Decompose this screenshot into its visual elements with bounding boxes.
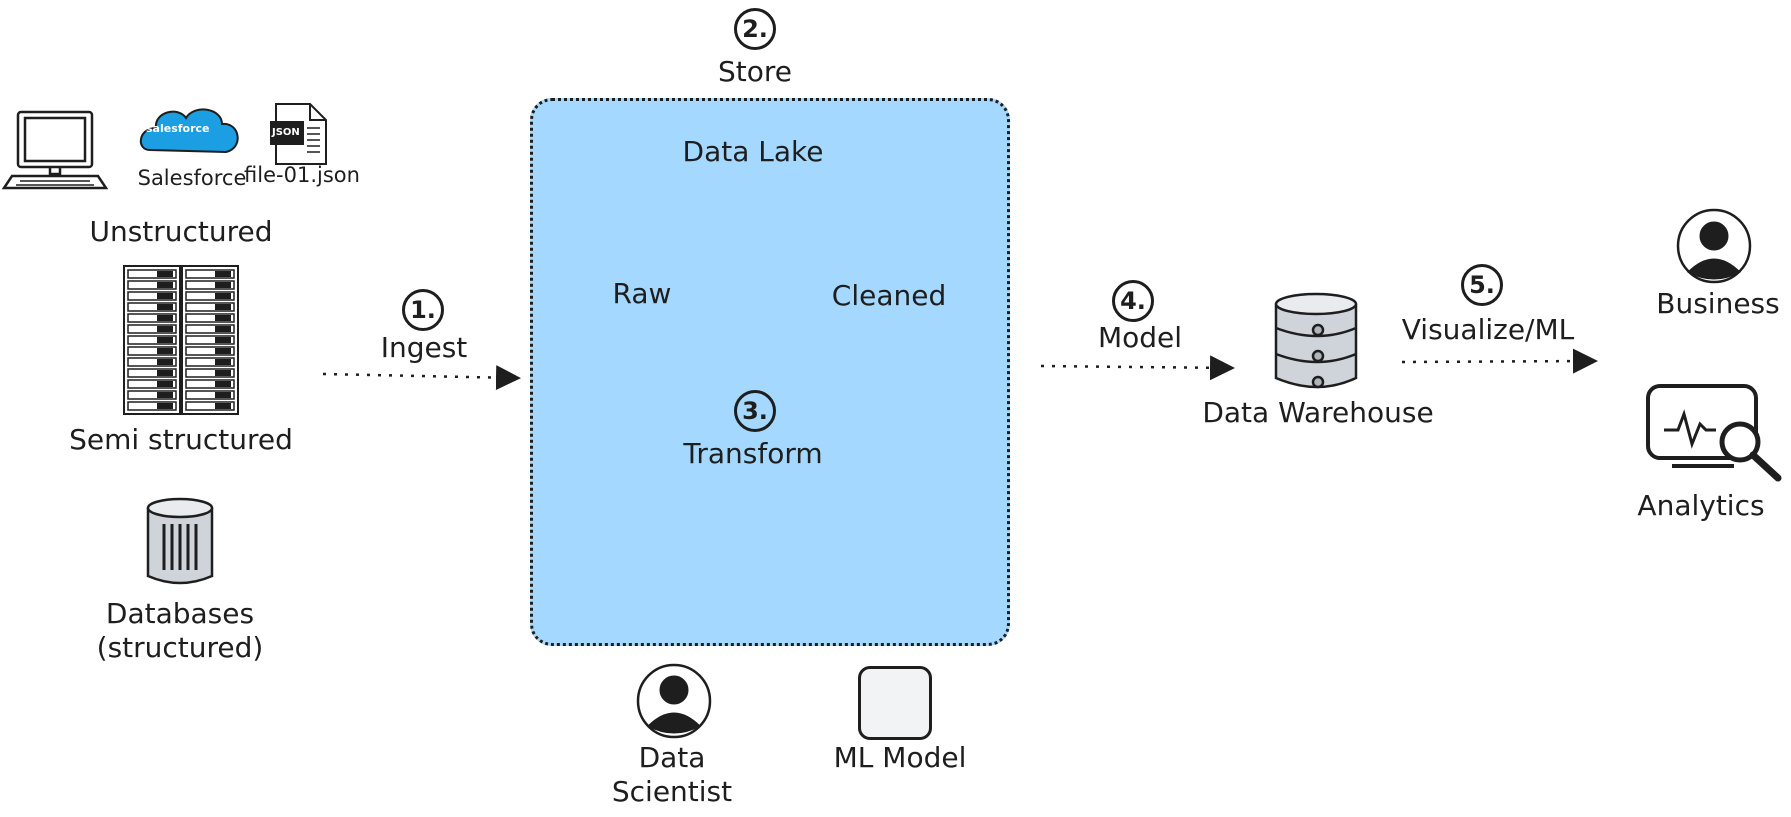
rack-unit-light [157, 337, 173, 343]
rack-unit-light [215, 337, 231, 343]
analytics-label: Analytics [1637, 489, 1765, 522]
rack-unit-light [157, 271, 173, 277]
rack-unit-light [215, 304, 231, 310]
rack-unit [127, 335, 177, 345]
step-3-badge: 3. [734, 390, 776, 432]
step-4-badge: 4. [1112, 280, 1154, 322]
json-badge-text: JSON [272, 127, 300, 138]
rack-unit [185, 357, 235, 367]
step-5-badge: 5. [1461, 264, 1503, 306]
transform-label: Transform [683, 437, 823, 470]
ingest-arrow [322, 365, 521, 391]
data-scientist-label: Data [638, 741, 706, 774]
step-1-badge: 1. [402, 289, 444, 331]
rack-unit [127, 302, 177, 312]
rack-unit [185, 269, 235, 279]
business-avatar-icon [1676, 208, 1752, 284]
rack-unit [127, 368, 177, 378]
data-lake-title: Data Lake [682, 135, 824, 168]
rack-unit-light [215, 282, 231, 288]
rack-unit [185, 335, 235, 345]
salesforce-cloud-icon [140, 108, 239, 154]
rack-unit-light [215, 326, 231, 332]
rack-unit-light [157, 293, 173, 299]
semi-structured-label: Semi structured [69, 423, 293, 456]
rack-unit [185, 280, 235, 290]
databases-label: Databases [105, 597, 255, 630]
rack-unit [127, 346, 177, 356]
rack-unit-light [157, 381, 173, 387]
rack-unit-light [157, 348, 173, 354]
rack-unit [127, 313, 177, 323]
rack-unit-light [157, 326, 173, 332]
rack-unit-light [157, 282, 173, 288]
rack-unit-light [157, 304, 173, 310]
data-lake-container [530, 98, 1010, 646]
rack-unit [185, 291, 235, 301]
json-file-label: file-01.json [244, 163, 360, 187]
rack-unit [185, 368, 235, 378]
rack-unit-light [215, 359, 231, 365]
raw-label: Raw [612, 277, 672, 310]
rack-unit [127, 269, 177, 279]
data-warehouse-label: Data Warehouse [1202, 396, 1434, 429]
rack-unit-light [157, 315, 173, 321]
unstructured-label: Unstructured [89, 215, 273, 248]
rack-unit [185, 324, 235, 334]
rack-unit [185, 313, 235, 323]
ml-model-box [858, 666, 932, 740]
rack-unit [185, 379, 235, 389]
rack-unit [185, 302, 235, 312]
cleaned-label: Cleaned [831, 279, 947, 312]
rack-unit-light [215, 381, 231, 387]
rack-unit-light [215, 392, 231, 398]
ingest-label: Ingest [380, 331, 468, 364]
rack-unit [127, 291, 177, 301]
rack-unit [127, 357, 177, 367]
ml-model-label: ML Model [833, 741, 967, 774]
rack-unit [185, 346, 235, 356]
databases-structured-label: (structured) [96, 631, 264, 664]
rack-unit [127, 401, 177, 411]
rack-unit-light [215, 271, 231, 277]
business-label: Business [1656, 287, 1780, 320]
visualize-label: Visualize/ML [1401, 313, 1575, 346]
step-2-badge: 2. [734, 8, 776, 50]
rack-unit-light [157, 403, 173, 409]
data-scientist-label-2: Scientist [611, 775, 733, 808]
model-arrow [1040, 355, 1235, 381]
store-label: Store [717, 55, 793, 88]
rack-unit [127, 379, 177, 389]
database-icon [146, 497, 214, 585]
rack-unit [185, 390, 235, 400]
rack-unit-light [215, 348, 231, 354]
json-file-icon [270, 103, 327, 165]
rack-unit [127, 324, 177, 334]
data-warehouse-icon [1274, 292, 1358, 389]
analytics-icon [1646, 384, 1782, 482]
rack-unit-light [215, 315, 231, 321]
salesforce-logo-text: salesforce [146, 122, 210, 135]
rack-unit-light [215, 293, 231, 299]
model-label: Model [1097, 321, 1183, 354]
rack-unit [127, 390, 177, 400]
visualize-arrow [1401, 348, 1598, 374]
rack-unit [127, 280, 177, 290]
rack-unit [185, 401, 235, 411]
rack-unit-light [215, 403, 231, 409]
computer-icon [1, 110, 109, 190]
data-scientist-avatar-icon [636, 663, 712, 739]
rack-unit-light [157, 359, 173, 365]
rack-unit-light [215, 370, 231, 376]
server-rack-icon [123, 265, 239, 415]
salesforce-label: Salesforce [137, 166, 247, 190]
rack-unit-light [157, 370, 173, 376]
rack-unit-light [157, 392, 173, 398]
